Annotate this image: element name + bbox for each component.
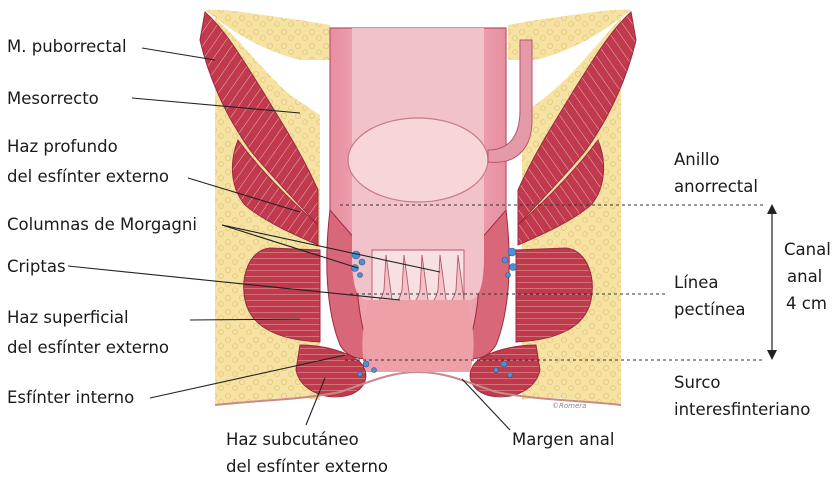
- label-linea-2: pectínea: [674, 300, 745, 319]
- label-surco-1: Surco: [674, 373, 721, 392]
- anal-canal-lower: [362, 300, 473, 372]
- label-canal-2: anal: [787, 267, 822, 286]
- label-haz-profundo-1: Haz profundo: [7, 137, 118, 156]
- label-haz-superficial-1: Haz superficial: [7, 308, 129, 327]
- label-anillo-2: anorrectal: [674, 177, 758, 196]
- label-columnas: Columnas de Morgagni: [7, 215, 197, 234]
- label-mesorrecto: Mesorrecto: [7, 89, 99, 108]
- label-canal-3: 4 cm: [786, 294, 827, 313]
- rectal-fold: [348, 118, 488, 202]
- canal-length-arrow: [767, 204, 777, 360]
- label-haz-subcutaneo-1: Haz subcutáneo: [226, 430, 359, 449]
- label-haz-profundo-2: del esfínter externo: [7, 167, 169, 186]
- label-canal-1: Canal: [784, 240, 831, 259]
- label-esfinter-interno: Esfínter interno: [7, 388, 134, 407]
- credit: ©Romera: [552, 402, 586, 410]
- label-haz-superficial-2: del esfínter externo: [7, 338, 169, 357]
- label-criptas: Criptas: [7, 257, 66, 276]
- label-puborrectal: M. puborrectal: [7, 37, 127, 56]
- label-surco-2: interesfinteriano: [674, 400, 810, 419]
- label-linea-1: Línea: [674, 273, 719, 292]
- label-haz-subcutaneo-2: del esfínter externo: [226, 457, 388, 476]
- label-margen-anal: Margen anal: [512, 430, 614, 449]
- label-anillo-1: Anillo: [674, 150, 720, 169]
